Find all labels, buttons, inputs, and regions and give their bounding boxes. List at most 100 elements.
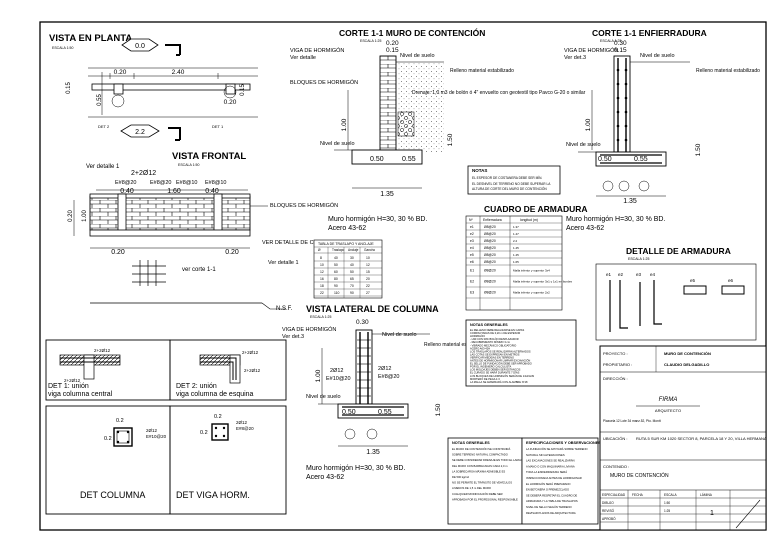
tb-project: MURO DE CONTENCIÓN — [664, 351, 711, 356]
callout: 2Ø12 — [236, 420, 248, 425]
callout: Nivel de suelo — [306, 394, 341, 400]
table-cell: 27 — [366, 291, 370, 295]
notas-line: LA FUNDACIÓN SE APOYARÁ SOBRE TERRENO — [526, 446, 588, 451]
notas-line: - VIBRADO MECÁNICO OBLIGATORIO — [470, 343, 516, 347]
scale-label: ESCALA 1:25 — [360, 39, 381, 43]
dim-label: 0.20 — [224, 99, 237, 106]
tb-grid-cell: APROBÓ — [602, 516, 616, 521]
table-cell: e5 — [470, 253, 474, 257]
dim-label: 1.35 — [623, 198, 637, 205]
callout: Drenaje: 1,0 m3 de bolón ó 4" envuelto c… — [412, 90, 586, 96]
notas-title: NOTAS — [472, 168, 487, 173]
dim-label: 0.50 — [370, 156, 384, 163]
notas-line: EL MURO DE CONTENCIÓN SE CONSTRUIRÁ — [452, 446, 510, 451]
det-section-boxes: 0.2 0.2 2Ø12 E#10@20 DET COLUMNA 0.2 0.2… — [45, 405, 287, 515]
table-cell: e1 — [470, 225, 474, 229]
table-cell: 10 — [320, 263, 324, 267]
callout: E#8@10 — [176, 180, 198, 186]
notas-line: VERIFICAR MEDIDAS EN TERRENO — [470, 355, 514, 359]
spec-text: Acero 43-62 — [306, 474, 344, 481]
spec-text: Muro hormigón H=30, 30 % BD. — [566, 216, 665, 223]
corte-enfierradura: CORTE 1-1 ENFIERRADURA ESCALA 1:25 0.30 … — [564, 28, 760, 232]
callout: 2Ø12 — [330, 368, 343, 374]
notas-line: SE DEBE CONSIDERAR DRENAJE EN TODO EL LA… — [452, 458, 523, 462]
section-arrow — [168, 127, 181, 141]
notas-line: NIVEL DE SELLO SEGÚN TERRENO — [526, 505, 572, 509]
dim-label: 0.20 — [114, 69, 127, 76]
notas-line: LA SOBRECARGA MÁXIMA ADMISIBLE ES — [452, 469, 505, 473]
table-cell: 90 — [334, 284, 338, 288]
det-title: DET 1: unión — [48, 383, 89, 390]
title-block: PROYECTO : MURO DE CONTENCIÓN CLAUDIO DE… — [599, 345, 767, 531]
table-cell: Ø8@20 — [484, 232, 496, 236]
spec-text: Acero 43-62 — [566, 225, 604, 232]
notas-line: EL CURADO SE HARÁ DURANTE 7 DÍAS — [470, 371, 520, 375]
dim-label: 0.40 — [205, 188, 219, 195]
notas-line: ANTES DE HORMIGONAR LIMPIAR EXCAVACIÓN — [470, 358, 530, 363]
dim-label: 0.50 — [342, 409, 356, 416]
table-cell: 12 — [366, 263, 370, 267]
dim-label: 1.00 — [82, 210, 88, 222]
callout: 2+2Ø12 — [244, 368, 261, 373]
dim-label: 0.50 — [598, 156, 612, 163]
corte-muro: CORTE 1-1 MURO DE CONTENCIÓN ESCALA 1:25… — [290, 27, 586, 232]
table-cell: 40 — [334, 256, 338, 260]
plan-wall — [91, 83, 251, 91]
table-cell: 10 — [366, 256, 370, 260]
corte-enfierradura-title: CORTE 1-1 ENFIERRADURA — [592, 28, 707, 38]
corte-muro-title: CORTE 1-1 MURO DE CONTENCIÓN — [339, 27, 485, 38]
dim-label: 0.30 — [614, 40, 627, 47]
tb-owner: CLAUDIO DELGADILLO — [664, 362, 709, 367]
bar-label: e5 — [690, 278, 696, 283]
callout: E#8@20 — [378, 374, 400, 380]
footing — [89, 229, 251, 237]
level-marker-label: 0.0 — [135, 43, 145, 50]
scale-label: ESCALA 1:25 — [310, 315, 331, 319]
notas-line: EL ESPESOR DE COSTANERA DEBE SER MÍN. — [472, 176, 542, 180]
notas-title: ESPECIFICACIONES Y OBSERVACIONES — [526, 441, 601, 445]
notas-line: LOS MOLDAJES DEBEN SER ESTANCOS — [470, 368, 521, 372]
notas-line: CUALQUIER MODIFICACIÓN DEBE SER — [452, 491, 503, 496]
notas-line: ARMADURA Y LA TABLA DE TRASLAPOS — [526, 499, 578, 503]
callout: E#10@20 — [326, 376, 351, 382]
table-cell: 2.2 — [513, 239, 518, 243]
callout: 2+2Ø12 — [94, 348, 111, 353]
bar-label: e1 — [606, 272, 612, 277]
tb-grid-cell: 1:25 — [664, 509, 670, 513]
notas-line: A MANO O CON MAQUINARIA LIVIANA — [526, 464, 575, 468]
dim-label: 0.55 — [378, 409, 392, 416]
notas-generales-bottom: NOTAS GENERALES EL MURO DE CONTENCIÓN SE… — [447, 437, 523, 525]
notas-line: NATURAL SIN ALTERACIONES — [526, 453, 565, 457]
callout: E#8@20 — [236, 426, 254, 431]
dim-label: 0.20 — [111, 249, 125, 256]
table-header: Ø — [318, 248, 321, 252]
notas-line: ACERO A63-42H — [470, 346, 490, 350]
top-beam — [89, 193, 251, 199]
block-wall — [89, 195, 251, 231]
table-cell: 1.45 — [513, 253, 519, 257]
dim-label: 0.55 — [97, 94, 103, 106]
callout: VIGA DE HORMIGÓN — [290, 47, 344, 54]
table-header: Nº — [469, 218, 473, 222]
tb-location: RUTA 5 SUR KM 1020 SECTOR 8, PARCELA 18 … — [636, 436, 767, 441]
bar-label: e3 — [636, 272, 642, 277]
table-cell: Ø8@20 — [484, 291, 496, 295]
section-arrow — [165, 44, 181, 56]
table-cell: 20 — [366, 277, 370, 281]
spec-text: Muro hormigón H=30, 30 % BD. — [306, 465, 405, 472]
stirrup-e6 — [721, 285, 745, 295]
det-label: DET 1 — [212, 124, 224, 129]
notas-line: NO SE PERMITE EL TRÁNSITO DE VEHÍCULOS — [452, 481, 512, 485]
table-cell: 110 — [334, 291, 340, 295]
table-cell: 60 — [334, 270, 338, 274]
notas-generales: NOTAS GENERALES EL RELLENO DEBE REALIZAR… — [465, 319, 577, 387]
notas-line: EL DESNIVEL DE TERRENO NO DEBE SUPERAR L… — [472, 182, 551, 186]
bar-label: e6 — [728, 278, 734, 283]
notas-title: NOTAS GENERALES — [452, 441, 490, 445]
callout: Relleno material estabilizado — [696, 68, 760, 74]
dim-label: 1.50 — [695, 143, 702, 156]
notas-line: LOS BLOQUES DE HORMIGÓN SERÁN DE 14x19x3… — [470, 373, 535, 378]
vista-frontal: VISTA FRONTAL ESCALA 1:50 Ver detalle 1 … — [68, 151, 338, 312]
